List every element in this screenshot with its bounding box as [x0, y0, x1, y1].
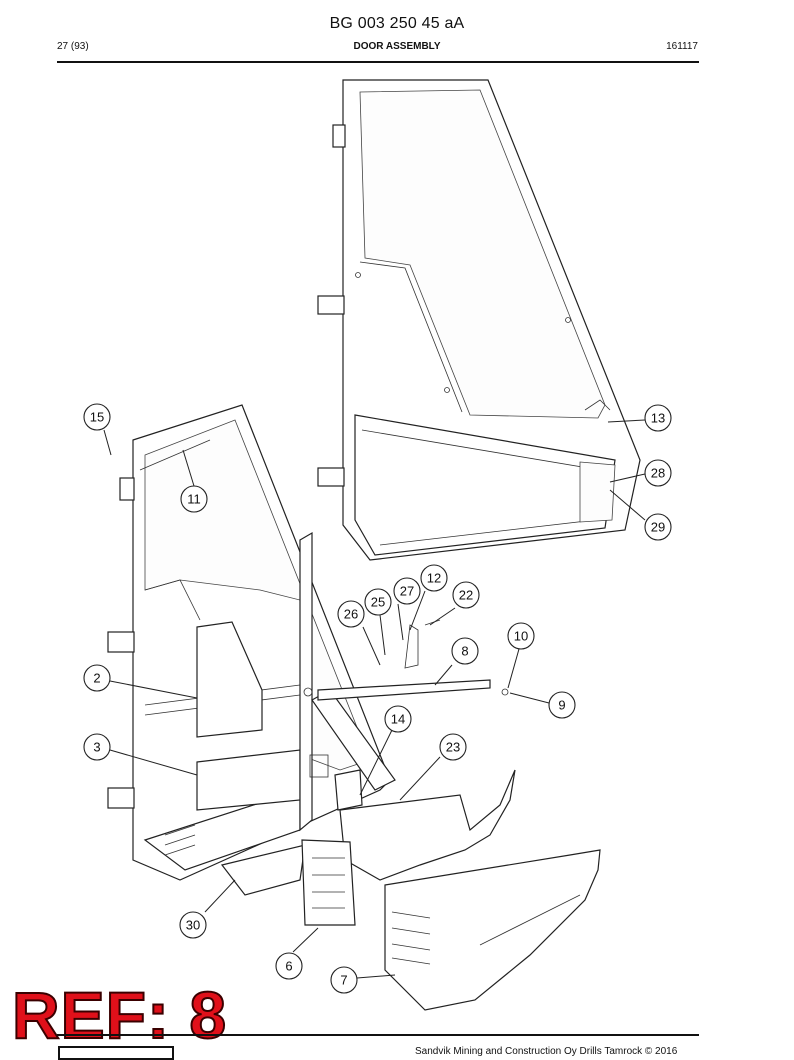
callout-circle	[337, 600, 365, 628]
callout-8: 8	[451, 637, 479, 665]
lower-covers	[301, 769, 601, 1011]
callout-number: 11	[187, 492, 201, 507]
callout-number: 14	[391, 712, 405, 727]
callout-number: 2	[93, 671, 100, 686]
callout-circle	[451, 637, 479, 665]
callout-number: 25	[371, 595, 385, 610]
document-number: BG 003 250 45 aA	[329, 15, 465, 32]
callout-22: 22	[452, 581, 480, 609]
callout-3: 3	[83, 733, 111, 761]
callout-number: 22	[459, 588, 473, 603]
callout-circle	[83, 664, 111, 692]
ref-stamp: REF: 8	[11, 978, 228, 1052]
callout-number: 15	[90, 410, 104, 425]
callout-number: 10	[514, 629, 528, 644]
callout-14: 14	[384, 705, 412, 733]
callout-number: 26	[344, 607, 358, 622]
callout-circle	[644, 404, 672, 432]
callout-25: 25	[364, 588, 392, 616]
callout-27: 27	[393, 577, 421, 605]
callout-circle	[452, 581, 480, 609]
callout-2: 2	[83, 664, 111, 692]
callout-number: 28	[651, 466, 665, 481]
callout-circle	[179, 911, 207, 939]
callout-number: 3	[93, 740, 100, 755]
callout-circle	[393, 577, 421, 605]
page-number: 27 (93)	[57, 41, 89, 52]
callout-circle	[83, 733, 111, 761]
page-title: DOOR ASSEMBLY	[353, 41, 441, 52]
callout-number: 9	[558, 698, 565, 713]
callout-number: 7	[340, 973, 347, 988]
callout-circle	[420, 564, 448, 592]
upper-door-frame	[317, 79, 641, 561]
callout-10: 10	[507, 622, 535, 650]
callout-15: 15	[83, 403, 111, 431]
callout-number: 30	[186, 918, 200, 933]
callout-circle	[180, 485, 208, 513]
footer-copyright: Sandvik Mining and Construction Oy Drill…	[415, 1046, 678, 1057]
callout-number: 8	[461, 644, 468, 659]
callout-circle	[507, 622, 535, 650]
callout-circle	[384, 705, 412, 733]
callout-11: 11	[180, 485, 208, 513]
callout-6: 6	[275, 952, 303, 980]
callout-9: 9	[548, 691, 576, 719]
callout-23: 23	[439, 733, 467, 761]
callout-circle	[439, 733, 467, 761]
callout-30: 30	[179, 911, 207, 939]
callout-circle	[330, 966, 358, 994]
callout-number: 12	[427, 571, 441, 586]
callout-12: 12	[420, 564, 448, 592]
callout-circle	[548, 691, 576, 719]
callout-number: 27	[400, 584, 414, 599]
footer-divider	[57, 1034, 699, 1036]
callout-13: 13	[644, 404, 672, 432]
callout-7: 7	[330, 966, 358, 994]
callout-29: 29	[644, 513, 672, 541]
callout-28: 28	[644, 459, 672, 487]
header-divider	[57, 61, 699, 63]
leader-lines	[103, 419, 646, 979]
callout-number: 23	[446, 740, 460, 755]
callout-circle	[83, 403, 111, 431]
date-code: 161117	[666, 41, 698, 52]
callout-circle	[644, 459, 672, 487]
callout-circle	[644, 513, 672, 541]
callout-number: 13	[651, 411, 665, 426]
company-logo	[58, 1046, 174, 1060]
callout-number: 6	[285, 959, 292, 974]
callout-26: 26	[337, 600, 365, 628]
callout-number: 29	[651, 520, 665, 535]
callout-circle	[275, 952, 303, 980]
callout-circle	[364, 588, 392, 616]
